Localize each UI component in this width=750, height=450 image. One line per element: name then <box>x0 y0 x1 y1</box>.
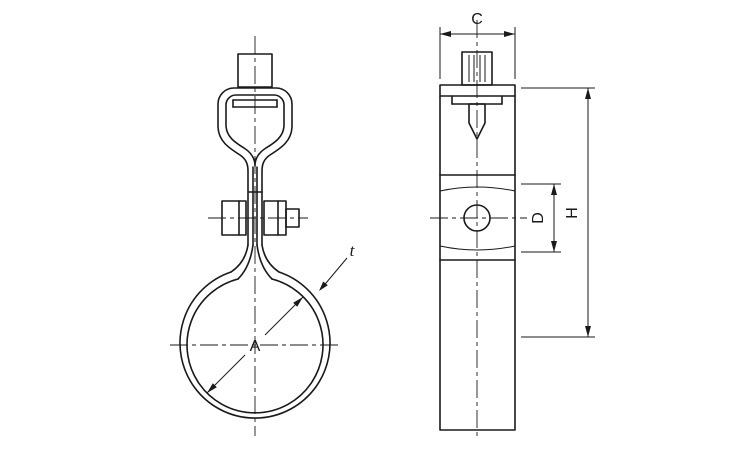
diameter-arrow-upper <box>293 297 303 307</box>
dim-d-arrow-top <box>551 184 557 195</box>
dim-d-arrow-bottom <box>551 241 557 252</box>
dim-h-arrow-top <box>585 88 591 99</box>
strap-top-section <box>439 95 516 140</box>
side-view: C D H <box>430 11 595 440</box>
dim-c-arrow-left <box>440 31 451 37</box>
band-side-section <box>439 174 516 261</box>
height-label: H <box>564 207 581 219</box>
nut-left <box>221 200 247 236</box>
band-inner-circle <box>186 278 324 414</box>
thickness-arrow <box>319 281 328 291</box>
diameter-label: A <box>250 338 261 355</box>
dim-h-arrow-bottom <box>585 326 591 337</box>
yoke-outer-contour <box>217 87 293 193</box>
bolt-shank <box>461 51 493 86</box>
bolt-tip <box>285 208 300 228</box>
dimension-H: H <box>521 87 595 338</box>
flare-outer-left <box>230 244 249 273</box>
dimension-C: C <box>439 11 516 79</box>
thickness-callout: t <box>319 241 356 291</box>
diameter-dimension: A <box>206 296 304 394</box>
hole-dim-label: D <box>530 212 547 224</box>
band-upper-curve <box>439 186 516 192</box>
bolt-assembly <box>221 200 300 236</box>
yoke-inner-contour <box>225 94 285 167</box>
front-view: A t <box>170 36 356 436</box>
strap-hook-pointer <box>468 103 486 140</box>
hanger-yoke <box>217 87 293 193</box>
flare-inner-right <box>256 244 273 280</box>
flare-outer-right <box>261 244 280 273</box>
flare-inner-left <box>237 244 254 280</box>
side-centerlines <box>430 20 527 440</box>
thickness-label: t <box>350 241 356 260</box>
dim-c-arrow-right <box>504 31 515 37</box>
side-bolt <box>461 51 493 86</box>
pipe-band-ring <box>179 271 331 419</box>
bolt-hole <box>463 204 491 232</box>
band-lower-curve <box>439 245 516 251</box>
band-outer-circle <box>179 271 331 419</box>
band-straps <box>247 166 263 246</box>
dimension-D: D <box>521 183 561 253</box>
rod-end-square <box>237 53 273 88</box>
band-flare <box>230 244 280 280</box>
width-label: C <box>471 11 483 28</box>
diameter-arrow-lower <box>207 383 217 393</box>
front-centerlines <box>170 36 340 436</box>
